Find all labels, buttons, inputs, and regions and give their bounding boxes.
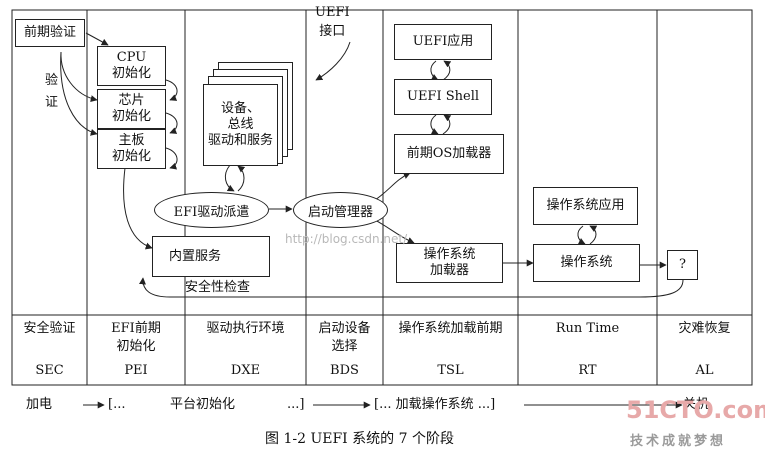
phase-name-al: 灾难恢复 xyxy=(678,321,731,336)
site-slogan-watermark: 技术成就梦想 xyxy=(630,434,727,449)
builtin-services-box: 内置服务 xyxy=(152,236,270,277)
device-drivers-label: 设备、 总线 驱动和服务 xyxy=(207,101,273,148)
uefi-interface-label: UEFI 接口 xyxy=(315,5,350,39)
unknown-state-label: ? xyxy=(679,257,686,272)
os-app-label: 操作系统应用 xyxy=(546,198,625,213)
phase-name-rt: Run Time xyxy=(555,321,620,336)
os-loader-label: 操作系统 加载器 xyxy=(423,247,476,278)
phase-code-rt: RT xyxy=(578,363,597,378)
blog-url-watermark: http://blog.csdn.net/ xyxy=(285,232,408,246)
uefi-shell-box: UEFI Shell xyxy=(394,79,492,115)
early-os-loader-label: 前期OS加载器 xyxy=(406,146,492,161)
phase-name-tsl: 操作系统加载前期 xyxy=(398,321,503,336)
boot-manager-ellipse: 启动管理器 xyxy=(293,192,388,228)
board-init-label: 主板 初始化 xyxy=(111,133,151,164)
cpu-init-box: CPU 初始化 xyxy=(97,46,166,86)
early-verify-box: 前期验证 xyxy=(15,19,85,47)
os-label: 操作系统 xyxy=(560,255,613,270)
security-check-label: 安全性检查 xyxy=(185,280,251,295)
chip-init-box: 芯片 初始化 xyxy=(97,89,166,129)
phase-code-sec: SEC xyxy=(35,363,64,378)
os-loader-box: 操作系统 加载器 xyxy=(396,243,503,283)
device-drivers-box: 设备、 总线 驱动和服务 xyxy=(203,84,278,166)
verify-side-label: 验 证 xyxy=(45,73,59,110)
timeline-load-os: [... 加载操作系统 ...] xyxy=(374,397,496,412)
timeline-power-on: 加电 xyxy=(26,397,53,412)
phase-name-dxe: 驱动执行环境 xyxy=(206,321,285,336)
chip-init-label: 芯片 初始化 xyxy=(111,93,151,124)
builtin-services-label: 内置服务 xyxy=(169,248,222,264)
phase-name-bds: 启动设备 选择 xyxy=(318,321,371,354)
efi-dispatch-ellipse: EFI驱动派遣 xyxy=(154,192,269,228)
phase-code-al: AL xyxy=(695,363,714,378)
phase-code-pei: PEI xyxy=(124,363,148,378)
os-box: 操作系统 xyxy=(533,244,640,282)
efi-dispatch-label: EFI驱动派遣 xyxy=(173,204,250,220)
phase-code-bds: BDS xyxy=(330,363,359,378)
uefi-shell-label: UEFI Shell xyxy=(406,89,480,104)
uefi-app-label: UEFI应用 xyxy=(412,34,474,49)
phase-name-pei: EFI前期 初始化 xyxy=(111,321,161,354)
unknown-state-box: ? xyxy=(667,250,698,280)
timeline-shutdown: 关机 xyxy=(683,397,710,412)
timeline-bracket-open: [... xyxy=(108,397,126,412)
figure-caption: 图 1-2 UEFI 系统的 7 个阶段 xyxy=(265,431,454,447)
timeline-bracket-close: ...] xyxy=(287,397,305,412)
phase-name-sec: 安全验证 xyxy=(23,321,76,336)
phase-code-tsl: TSL xyxy=(437,363,464,378)
site-logo-watermark: 51CTO.com xyxy=(626,396,765,424)
early-verify-label: 前期验证 xyxy=(23,25,76,40)
board-init-box: 主板 初始化 xyxy=(97,129,166,169)
outer-frame xyxy=(11,9,753,386)
timeline-platform-init: 平台初始化 xyxy=(170,397,236,412)
phase-code-dxe: DXE xyxy=(230,363,261,378)
cpu-init-label: CPU 初始化 xyxy=(111,50,151,81)
os-app-box: 操作系统应用 xyxy=(533,187,638,225)
boot-manager-label: 启动管理器 xyxy=(307,204,373,220)
early-os-loader-box: 前期OS加载器 xyxy=(394,134,504,174)
uefi-app-box: UEFI应用 xyxy=(394,24,492,60)
